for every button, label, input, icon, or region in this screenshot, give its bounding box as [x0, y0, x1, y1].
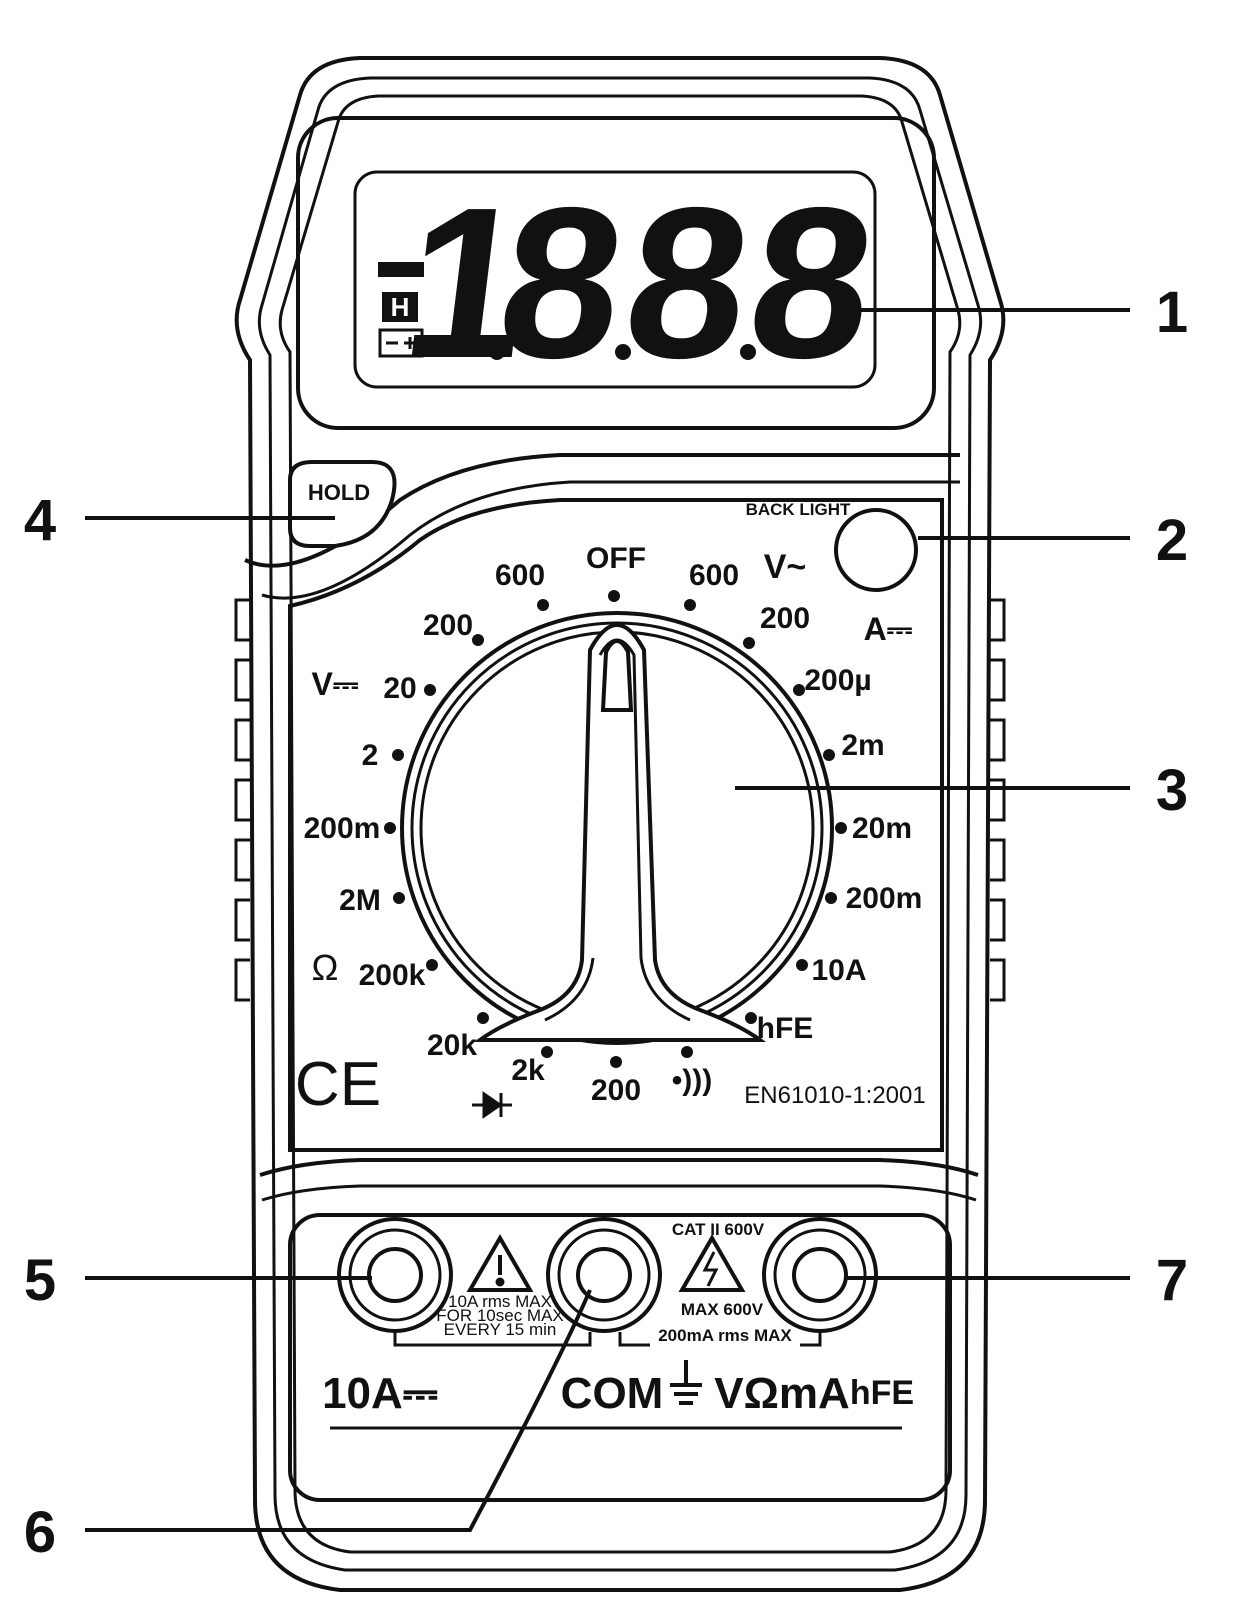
decimal-point: [615, 344, 631, 360]
dial-vac-200[interactable]: 200: [760, 602, 810, 635]
vac-symbol: V~: [764, 548, 807, 586]
dial-vac-600[interactable]: 600: [689, 559, 739, 592]
dial-vdc-200m[interactable]: 200m: [304, 812, 381, 845]
jack-10a[interactable]: [337, 1217, 453, 1333]
diode-icon: [472, 1091, 512, 1119]
side-grips: [234, 598, 1006, 1002]
dial-ohm-200k[interactable]: 200k: [359, 959, 426, 992]
callout-4: 4: [24, 488, 56, 553]
dial-ohm-2M[interactable]: 2M: [339, 884, 381, 917]
vdc-symbol: V⎓: [312, 666, 359, 702]
warning-right-line-1: MAX 600V: [681, 1300, 764, 1319]
warning-right-line-2: 200mA rms MAX: [658, 1326, 792, 1345]
hold-indicator: H: [391, 292, 410, 322]
dial-adc-2m[interactable]: 2m: [841, 729, 884, 762]
cat-rating: CAT II 600V: [672, 1220, 765, 1239]
hold-indicator-box: [382, 292, 418, 322]
callout-6: 6: [24, 1500, 56, 1565]
jack-hfe-label: hFE: [850, 1374, 914, 1412]
dial-ohm-20k[interactable]: 20k: [427, 1029, 477, 1062]
decimal-point: [740, 344, 756, 360]
warning-left-line-1: 10A rms MAX: [448, 1292, 552, 1311]
jack-vohm[interactable]: [762, 1217, 878, 1333]
jack-com[interactable]: [546, 1217, 662, 1333]
callout-2: 2: [1156, 508, 1188, 573]
dial-panel: [288, 498, 944, 1152]
dial-vdc-2[interactable]: 2: [362, 739, 379, 772]
callout-3: 3: [1156, 758, 1188, 823]
ground-icon: [670, 1360, 702, 1405]
callout-lines: [85, 308, 1130, 1532]
dial-vdc-20[interactable]: 20: [383, 672, 416, 705]
warning-icon: [466, 1233, 534, 1292]
warning-left-line-2: FOR 10sec MAX: [436, 1306, 564, 1325]
dial-adc-200u[interactable]: 200µ: [804, 664, 871, 697]
lcd-digits: 1 8 8 8: [392, 163, 886, 403]
backlight-label: BACK LIGHT: [746, 500, 851, 519]
shoulder-line: [261, 480, 960, 600]
shoulder-line: [244, 453, 960, 568]
dial-adc-200m[interactable]: 200m: [846, 882, 923, 915]
jack-10a-label: 10A⎓: [322, 1369, 438, 1418]
ce-mark: CE: [295, 1050, 381, 1119]
callout-5: 5: [24, 1248, 56, 1313]
dial-hfe[interactable]: hFE: [757, 1012, 814, 1045]
dial-adc-20m[interactable]: 20m: [852, 812, 912, 845]
rotary-knob[interactable]: [400, 611, 834, 1045]
dial-off[interactable]: OFF: [586, 542, 646, 575]
jack-brackets: [330, 1332, 902, 1430]
dial-vdc-600[interactable]: 600: [495, 559, 545, 592]
dial-dots: [384, 590, 847, 1068]
callout-7: 7: [1156, 1248, 1188, 1313]
high-voltage-icon: [678, 1233, 746, 1292]
ohm-symbol: Ω: [312, 947, 339, 988]
minus-segment: [378, 262, 424, 277]
jack-vohm-label: VΩmA: [714, 1369, 850, 1418]
lcd-digit-2: 8: [487, 163, 636, 403]
dial-continuity[interactable]: •))): [672, 1064, 712, 1097]
dial-adc-10a[interactable]: 10A: [811, 954, 866, 987]
lcd-digit-1: 1: [392, 163, 541, 403]
backlight-button[interactable]: [834, 508, 918, 592]
dial-labels: OFF 600 200 200µ 2m 20m 200m 10A hFE •))…: [304, 542, 923, 1107]
dial-ohm-200[interactable]: 200: [591, 1074, 641, 1107]
hold-button-label: HOLD: [308, 480, 370, 505]
standard-label: EN61010-1:2001: [744, 1082, 925, 1109]
hold-button[interactable]: [288, 460, 397, 548]
jack-com-label: COM: [561, 1369, 664, 1418]
display-bezel: [296, 116, 936, 430]
lcd-digit-3: 8: [613, 163, 762, 403]
callout-1: 1: [1156, 280, 1188, 345]
dial-ohm-2k[interactable]: 2k: [511, 1054, 545, 1087]
battery-icon: [378, 328, 424, 358]
lcd-digit-4: 8: [737, 163, 886, 403]
adc-symbol: A⎓: [864, 611, 913, 647]
decimal-point: [489, 344, 505, 360]
dial-vdc-200[interactable]: 200: [423, 609, 473, 642]
jack-panel: [259, 1158, 979, 1502]
warning-left-line-3: EVERY 15 min: [444, 1320, 557, 1339]
